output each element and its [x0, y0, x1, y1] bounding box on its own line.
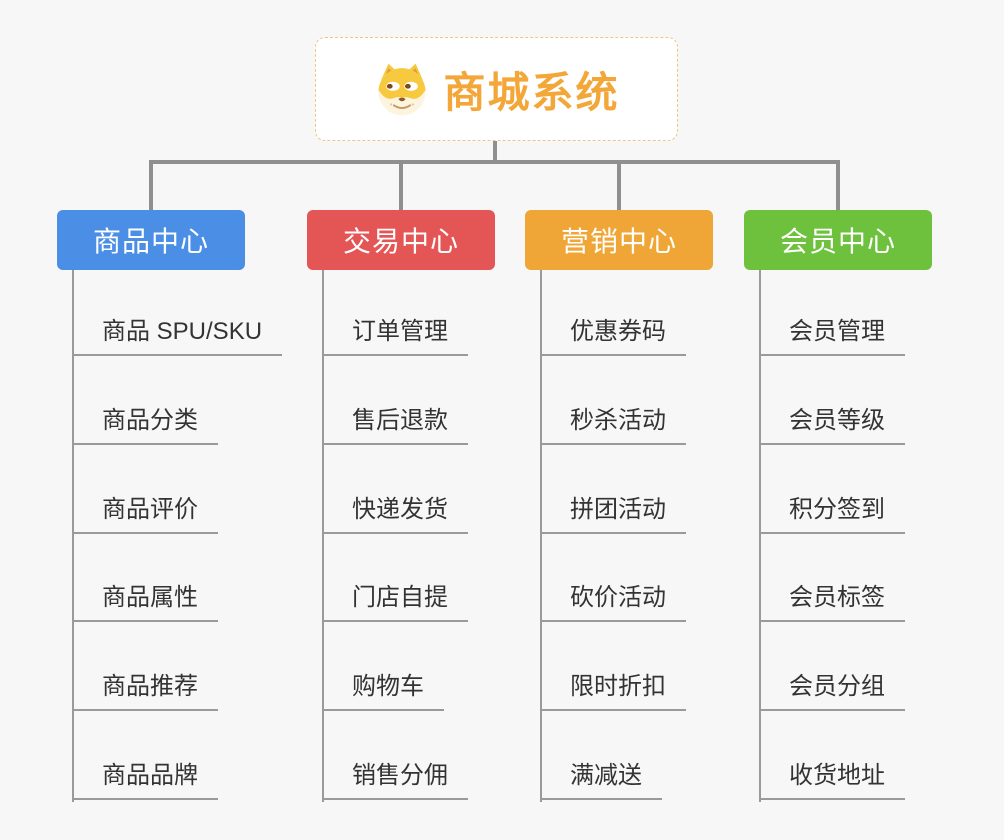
branch-label: 营销中心: [560, 226, 677, 257]
leaf-node[interactable]: 订单管理: [322, 317, 468, 356]
leaf-node[interactable]: 会员标签: [759, 583, 905, 622]
column-connector-line: [322, 270, 324, 802]
root-title: 商城系统: [443, 68, 620, 116]
leaf-node[interactable]: 商品评价: [72, 495, 218, 534]
leaf-node[interactable]: 快递发货: [322, 495, 468, 534]
branch-column-member: 会员管理 会员等级 积分签到 会员标签 会员分组 收货地址: [759, 270, 1004, 802]
leaf-node[interactable]: 商品分类: [72, 406, 218, 445]
branch-node-trade-center[interactable]: 交易中心: [307, 210, 495, 270]
column-connector-line: [759, 270, 761, 802]
leaf-node[interactable]: 销售分佣: [322, 761, 468, 800]
leaf-node[interactable]: 拼团活动: [540, 495, 686, 534]
connector-root-stem: [493, 141, 497, 162]
leaf-node[interactable]: 限时折扣: [540, 672, 686, 711]
branch-node-member-center[interactable]: 会员中心: [744, 210, 932, 270]
leaf-node[interactable]: 砍价活动: [540, 583, 686, 622]
branch-label: 会员中心: [779, 226, 896, 257]
leaf-node[interactable]: 满减送: [540, 761, 662, 800]
shiba-dog-face-icon: [378, 63, 427, 116]
branch-column-product: 商品 SPU/SKU 商品分类 商品评价 商品属性 商品推荐 商品品牌: [72, 270, 362, 802]
column-connector-line: [72, 270, 74, 802]
leaf-node[interactable]: 商品属性: [72, 583, 218, 622]
leaf-node[interactable]: 购物车: [322, 672, 444, 711]
branch-column-trade: 订单管理 售后退款 快递发货 门店自提 购物车 销售分佣: [322, 270, 612, 802]
connector-drop-branch-4: [836, 160, 840, 210]
leaf-node[interactable]: 会员管理: [759, 317, 905, 356]
branch-column-marketing: 优惠券码 秒杀活动 拼团活动 砍价活动 限时折扣 满减送: [540, 270, 830, 802]
connector-drop-branch-1: [149, 160, 153, 210]
leaf-node[interactable]: 会员等级: [759, 406, 905, 445]
leaf-node[interactable]: 积分签到: [759, 495, 905, 534]
column-connector-line: [540, 270, 542, 802]
leaf-node[interactable]: 商品推荐: [72, 672, 218, 711]
branch-node-product-center[interactable]: 商品中心: [57, 210, 245, 270]
branch-label: 交易中心: [342, 226, 459, 257]
leaf-node[interactable]: 门店自提: [322, 583, 468, 622]
leaf-node[interactable]: 秒杀活动: [540, 406, 686, 445]
leaf-node[interactable]: 收货地址: [759, 761, 905, 800]
connector-main-horizontal: [149, 160, 838, 164]
leaf-node[interactable]: 售后退款: [322, 406, 468, 445]
connector-drop-branch-2: [399, 160, 403, 210]
leaf-node[interactable]: 商品品牌: [72, 761, 218, 800]
branch-label: 商品中心: [92, 226, 209, 257]
leaf-node[interactable]: 优惠券码: [540, 317, 686, 356]
connector-drop-branch-3: [617, 160, 621, 210]
branch-node-marketing-center[interactable]: 营销中心: [525, 210, 713, 270]
leaf-node[interactable]: 商品 SPU/SKU: [72, 317, 283, 356]
leaf-node[interactable]: 会员分组: [759, 672, 905, 711]
root-node[interactable]: 商城系统: [315, 37, 678, 141]
